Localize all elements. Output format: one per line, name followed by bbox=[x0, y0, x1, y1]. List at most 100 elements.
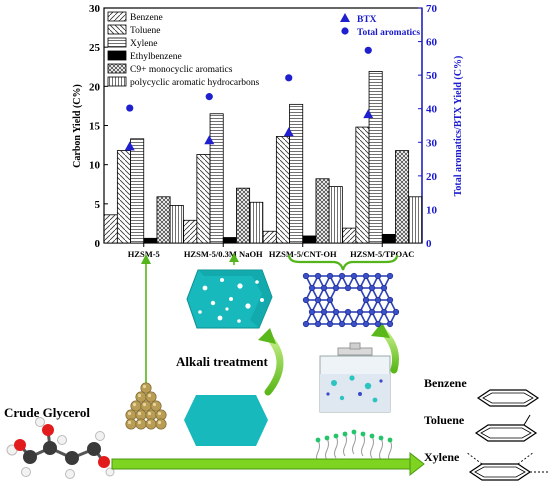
x-tick-label: HZSM-5/0.3M NaOH bbox=[184, 249, 263, 259]
bar-toluene bbox=[116, 150, 131, 244]
framework-node bbox=[374, 320, 382, 328]
glycerol-molecule bbox=[6, 417, 115, 479]
legend-swatch bbox=[107, 76, 127, 87]
framework-node bbox=[350, 272, 358, 280]
curved-arrows bbox=[258, 322, 399, 396]
surfactant-head bbox=[369, 433, 375, 439]
total-aromatics-marker bbox=[364, 46, 372, 54]
y2-axis-title: Total aromatics/BTX Yield (C%) bbox=[453, 56, 464, 197]
parent-zeolite-crystal bbox=[184, 395, 268, 446]
sphere-highlight bbox=[137, 393, 142, 398]
bar-c9-monocyclic-aromatics bbox=[236, 187, 251, 244]
bar-polycyclic-aromatic-hydrocarbons bbox=[328, 186, 343, 244]
toluene-label: Toluene bbox=[424, 413, 465, 427]
y2-tick-label: 20 bbox=[426, 171, 438, 183]
sphere-highlight bbox=[137, 420, 142, 425]
bar-polycyclic-aromatic-hydrocarbons bbox=[169, 204, 184, 244]
surfactant-head bbox=[351, 429, 357, 435]
bar-benzene bbox=[262, 230, 277, 244]
framework-node bbox=[326, 320, 334, 328]
toluene-structure bbox=[474, 414, 538, 442]
surfactant-tail bbox=[379, 437, 383, 461]
legend-label: BTX bbox=[357, 15, 377, 25]
framework-node bbox=[344, 284, 352, 292]
framework-node bbox=[314, 320, 322, 328]
nanocrystal-sphere bbox=[145, 418, 157, 430]
surfactant-head bbox=[342, 431, 348, 437]
y-tick-label: 15 bbox=[89, 121, 101, 133]
xylene-label: Xylene bbox=[424, 450, 460, 464]
surfactant-tail bbox=[334, 435, 338, 459]
bar-c9-monocyclic-aromatics bbox=[156, 196, 171, 244]
bar-group bbox=[103, 71, 423, 244]
framework-node bbox=[338, 272, 346, 280]
bar-toluene bbox=[275, 136, 290, 244]
framework-node bbox=[362, 296, 370, 304]
legend-label: Toluene bbox=[130, 26, 160, 36]
nanocrystal-sphere bbox=[135, 418, 147, 430]
category-bracket bbox=[287, 254, 399, 271]
framework-node bbox=[302, 320, 310, 328]
surfactant-head bbox=[378, 435, 384, 441]
framework-node bbox=[338, 320, 346, 328]
framework-node bbox=[302, 296, 310, 304]
legend-swatch bbox=[107, 24, 127, 35]
legend-label: C9+ monocyclic aromatics bbox=[130, 65, 233, 75]
framework-node bbox=[386, 320, 394, 328]
surfactant-tail bbox=[370, 435, 374, 459]
sphere-highlight bbox=[147, 420, 152, 425]
total-aromatics-marker bbox=[285, 74, 293, 82]
legend-label: Ethylbenzene bbox=[130, 52, 182, 62]
surfactant-tail bbox=[352, 431, 356, 455]
framework-node bbox=[308, 284, 316, 292]
bar-benzene bbox=[103, 214, 118, 244]
nanocrystal-sphere bbox=[125, 418, 137, 430]
sphere-highlight bbox=[142, 402, 147, 407]
benzene-structure bbox=[476, 389, 540, 407]
surfactant-tail bbox=[361, 433, 365, 457]
framework-node bbox=[368, 308, 376, 316]
y2-tick-label: 40 bbox=[426, 104, 438, 116]
sphere-highlight bbox=[147, 411, 152, 416]
sphere-highlight bbox=[137, 411, 142, 416]
sphere-highlight bbox=[152, 402, 157, 407]
total-aromatics-marker bbox=[205, 93, 213, 101]
bar-polycyclic-aromatic-hydrocarbons bbox=[249, 201, 264, 244]
total-aromatics-marker bbox=[126, 104, 134, 112]
surfactant-head bbox=[324, 435, 330, 441]
y2-tick-label: 70 bbox=[426, 3, 438, 15]
y2-tick-label: 0 bbox=[426, 238, 432, 250]
y-tick-label: 30 bbox=[89, 3, 101, 15]
bar-xylene bbox=[130, 138, 145, 244]
framework-node bbox=[368, 284, 376, 292]
main-process-arrow bbox=[111, 451, 425, 477]
crude-glycerol-label: Crude Glycerol bbox=[4, 405, 90, 420]
y-tick-label: 10 bbox=[89, 160, 101, 172]
surfactant-head bbox=[315, 437, 321, 443]
framework-node bbox=[392, 308, 400, 316]
sphere-highlight bbox=[132, 402, 137, 407]
surfactant-head bbox=[333, 433, 339, 439]
legend-label: polycyclic aromatic hydrocarbons bbox=[130, 78, 260, 88]
bar-ethylbenzene bbox=[302, 235, 317, 244]
legend-label: Xylene bbox=[130, 39, 157, 49]
bar-toluene bbox=[196, 154, 211, 244]
surfactant-head bbox=[387, 437, 393, 443]
legend-label: Benzene bbox=[130, 13, 163, 23]
framework-node bbox=[326, 296, 334, 304]
y-axis-title: Carbon Yield (C%) bbox=[72, 84, 83, 168]
framework-node bbox=[350, 320, 358, 328]
bar-ethylbenzene bbox=[381, 233, 396, 244]
framework-node bbox=[386, 272, 394, 280]
framework-node bbox=[302, 272, 310, 280]
xylene-structure bbox=[465, 451, 548, 481]
framework-node bbox=[332, 284, 340, 292]
bar-polycyclic-aromatic-hydrocarbons bbox=[408, 196, 423, 244]
porous-zeolite-crystal bbox=[186, 269, 273, 329]
sphere-highlight bbox=[147, 393, 152, 398]
x-tick-label: HZSM-5/TPOAC bbox=[350, 249, 414, 259]
y2-tick-label: 10 bbox=[426, 204, 438, 216]
